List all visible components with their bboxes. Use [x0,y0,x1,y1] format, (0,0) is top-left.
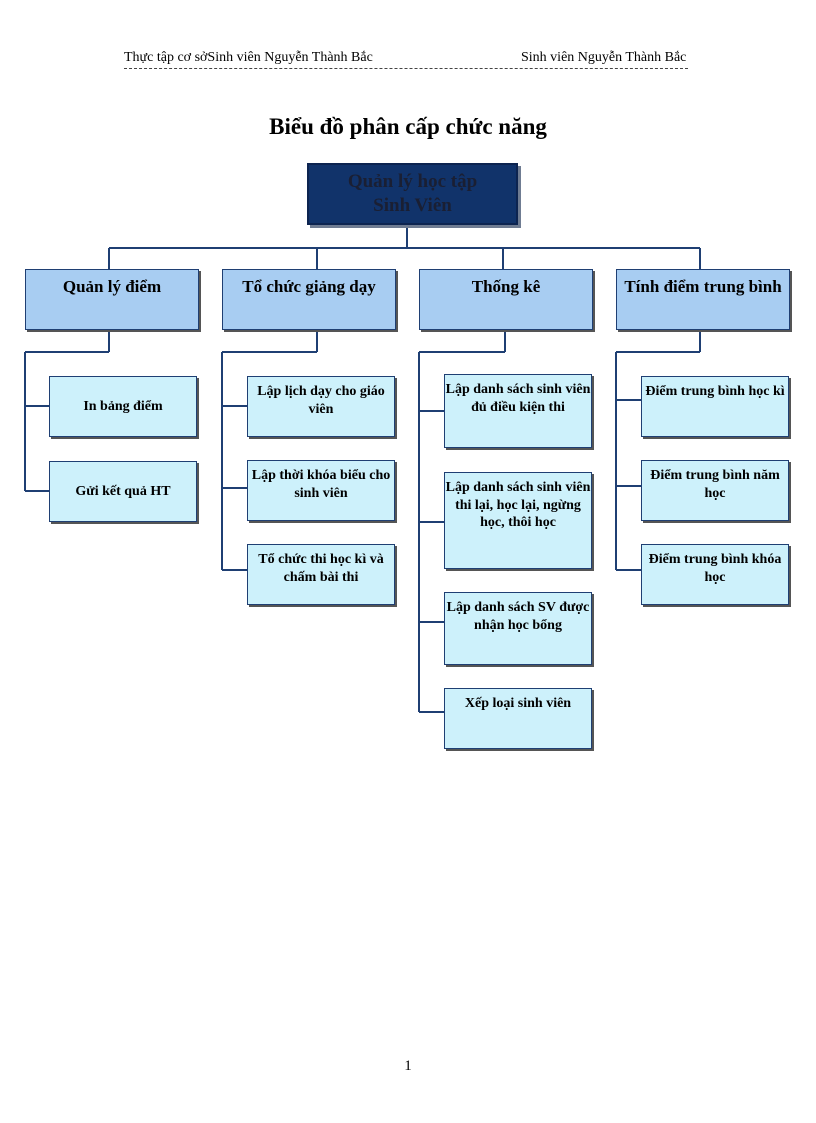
leaf-label: Gửi kết quả HT [75,483,171,499]
leaf-ds-hoc-bong: Lập danh sách SV được nhận học bổng [444,592,592,665]
leaf-label: Điểm trung bình năm học [650,468,780,501]
category-thong-ke: Thống kê [419,269,593,330]
header-right: Sinh viên Nguyễn Thành Bắc [521,50,687,65]
category-label: Thống kê [471,277,541,296]
leaf-lap-thoi-khoa-bieu: Lập thời khóa biểu cho sinh viên [247,460,395,521]
leaf-ds-du-dieu-kien-thi: Lập danh sách sinh viên đủ điều kiện thi [444,374,592,448]
leaf-label: Lập thời khóa biểu cho sinh viên [251,468,391,501]
header-left: Thực tập cơ sởSinh viên Nguyễn Thành Bắc [124,50,373,65]
leaf-to-chuc-thi: Tổ chức thi học kì và chấm bài thi [247,544,395,605]
category-tinh-diem-trung-binh: Tính điểm trung bình [616,269,790,330]
leaf-label: Lập danh sách sinh viên thi lại, học lại… [445,480,591,530]
header-divider [124,68,688,69]
leaf-dtb-khoa-hoc: Điểm trung bình khóa học [641,544,789,605]
leaf-label: Điểm trung bình khóa học [648,552,782,585]
root-node: Quản lý học tập Sinh Viên [307,163,518,225]
category-to-chuc-giang-day: Tổ chức giảng dạy [222,269,396,330]
leaf-label: Lập danh sách SV được nhận học bổng [446,600,590,633]
category-label: Tính điểm trung bình [624,277,782,296]
leaf-ds-thi-lai: Lập danh sách sinh viên thi lại, học lại… [444,472,592,569]
leaf-lap-lich-day: Lập lịch dạy cho giáo viên [247,376,395,437]
leaf-dtb-hoc-ki: Điểm trung bình học kì [641,376,789,437]
leaf-in-bang-diem: In bảng điểm [49,376,197,437]
leaf-label: Xếp loại sinh viên [464,696,572,711]
diagram-title: Biểu đồ phân cấp chức năng [269,114,547,139]
leaf-label: In bảng điểm [83,398,163,414]
leaf-label: Lập lịch dạy cho giáo viên [257,384,385,417]
category-label: Quản lý điểm [62,277,162,296]
leaf-xep-loai: Xếp loại sinh viên [444,688,592,749]
leaf-label: Điểm trung bình học kì [645,384,785,399]
leaf-label: Lập danh sách sinh viên đủ điều kiện thi [445,382,591,415]
root-label: Quản lý học tập Sinh Viên [347,171,478,216]
leaf-dtb-nam-hoc: Điểm trung bình năm học [641,460,789,521]
leaf-label: Tổ chức thi học kì và chấm bài thi [258,552,384,585]
category-quan-ly-diem: Quản lý điểm [25,269,199,330]
leaf-gui-ket-qua: Gửi kết quả HT [49,461,197,522]
page-number: 1 [404,1058,412,1074]
category-label: Tổ chức giảng dạy [242,277,376,296]
